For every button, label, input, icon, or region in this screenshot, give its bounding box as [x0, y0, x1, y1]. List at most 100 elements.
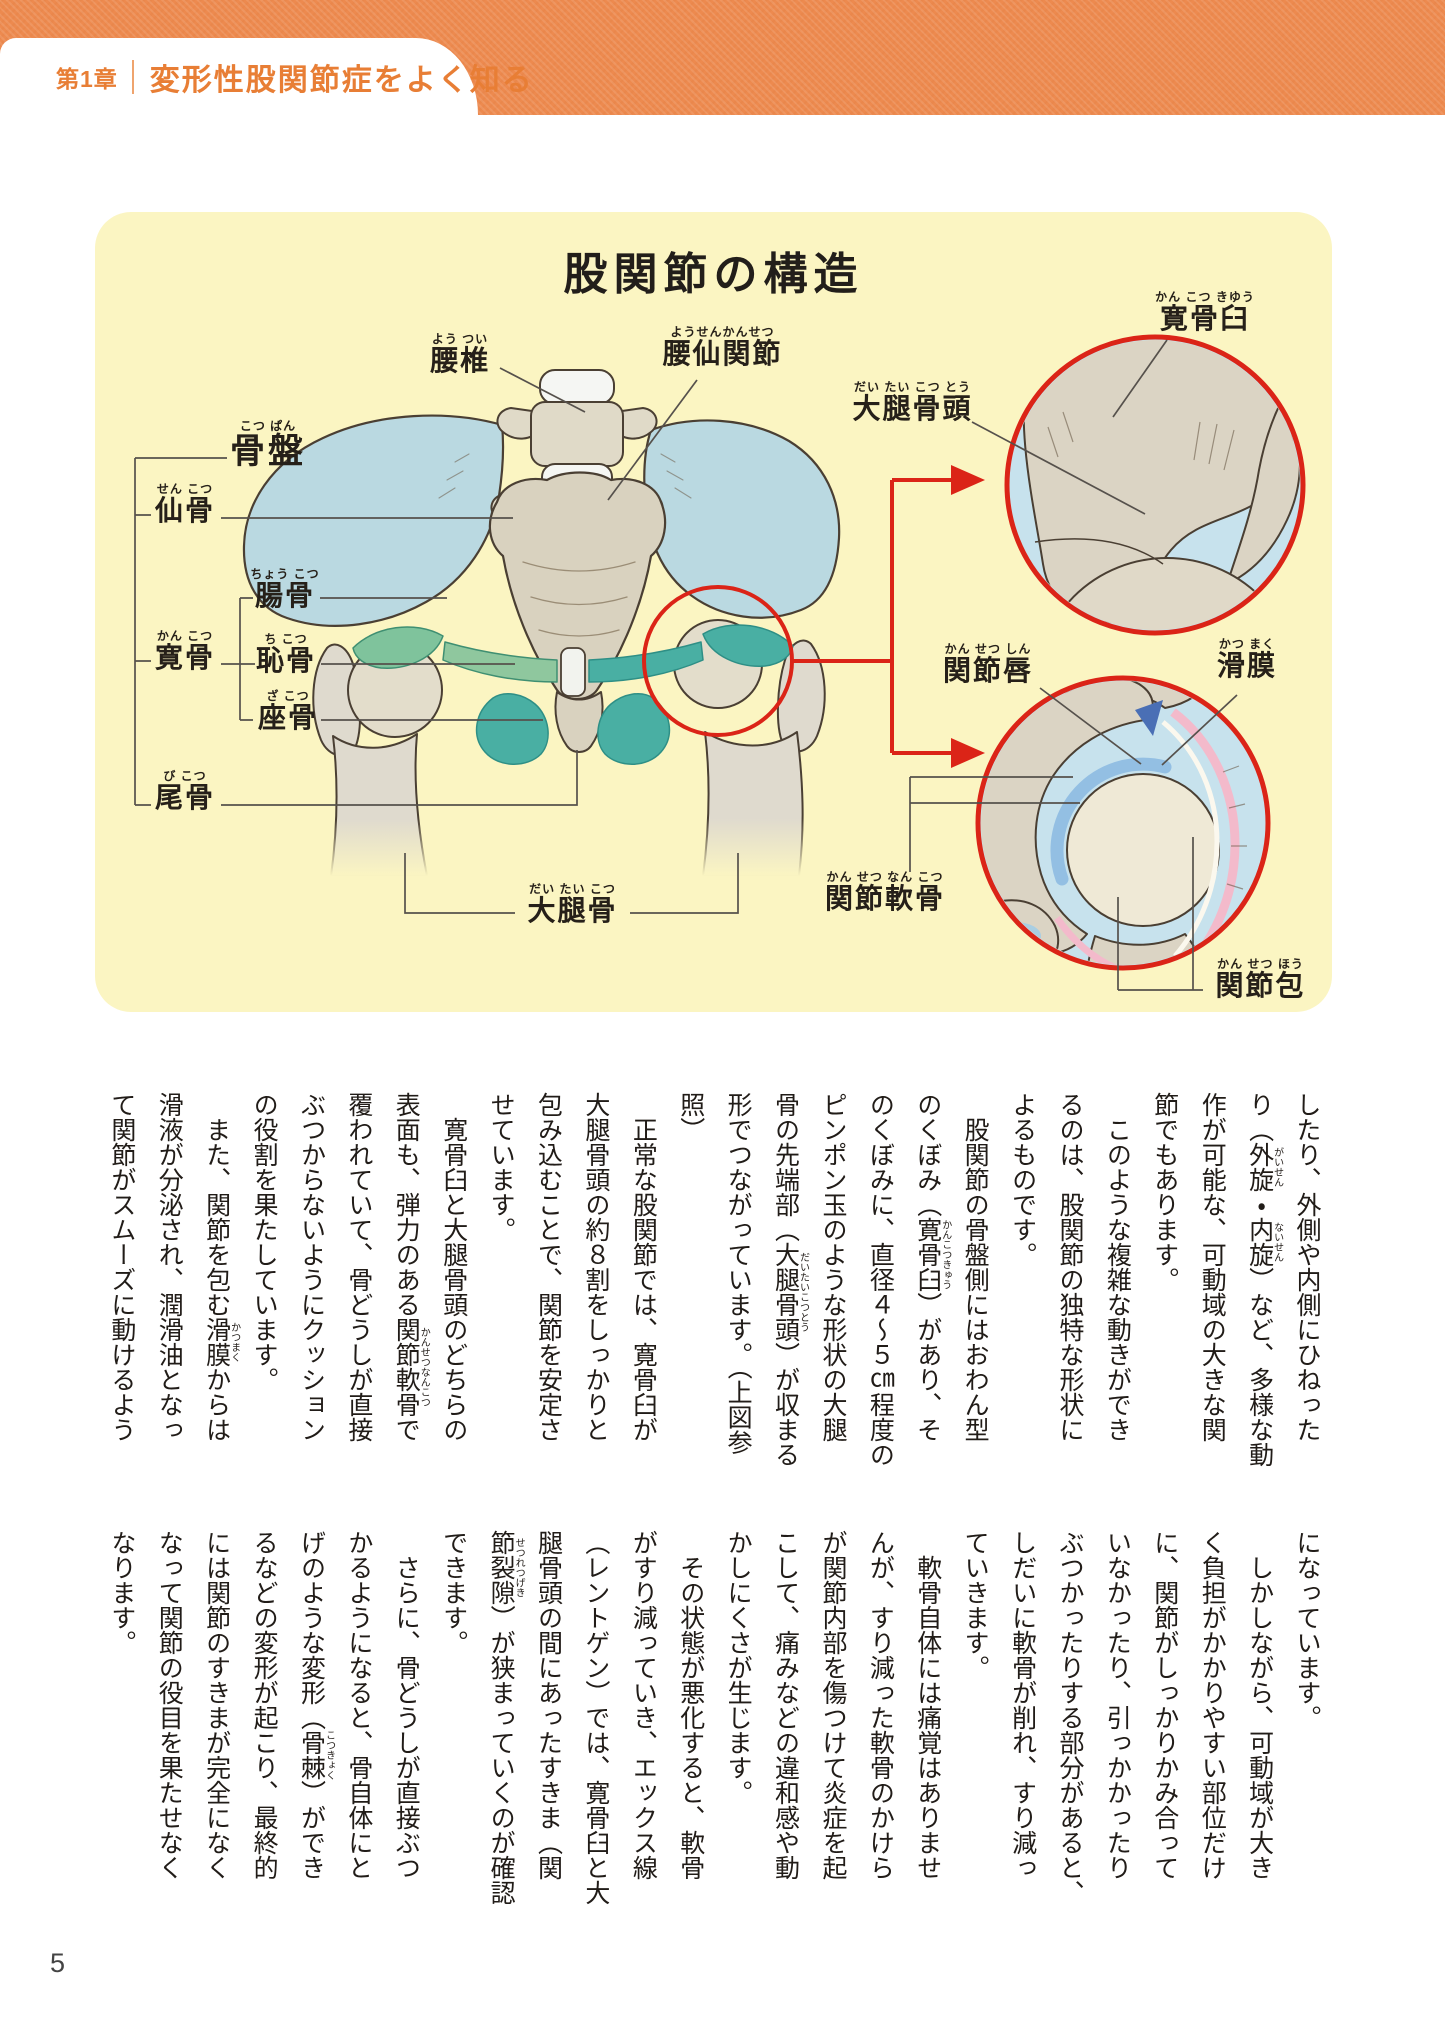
- text-column: なって関節の役目を果たせなく: [155, 1530, 183, 1880]
- label-articular-cartilage: かん せつ なん こつ 関節軟骨: [805, 870, 965, 914]
- furigana: かん せつ なん こつ: [826, 870, 944, 884]
- text-column: のくぼみ（寛骨臼かんこつきゅう）があり、そ: [913, 1092, 951, 1442]
- label-synovium: かつ まく 滑膜: [1207, 637, 1287, 681]
- text-column: 包み込むことで、関節を安定さ: [534, 1092, 562, 1442]
- text-column: て関節がスムーズに動けるよう: [107, 1092, 135, 1442]
- coccyx: [554, 691, 604, 753]
- label-term: 腸骨: [254, 580, 315, 611]
- furigana: かん せつ しん: [944, 642, 1032, 656]
- label-term: 寛骨: [154, 642, 215, 673]
- body-text-block-2: になっています。 しかしながら、可動域が大きく負担がかかりやすい部位だけに、関節…: [97, 1530, 1330, 1935]
- label-pubis: ち こつ 恥骨: [251, 632, 321, 676]
- text-column: げのような変形（骨棘こつきょく）ができ: [297, 1530, 335, 1880]
- furigana: よう つい: [431, 332, 489, 346]
- text-column: また、関節を包む滑膜かつまくからは: [202, 1092, 240, 1442]
- furigana: こつ ぱん: [239, 419, 297, 433]
- label-lumbosacral-joint: ようせんかんせつ 腰仙関節: [655, 325, 790, 369]
- text-column: には関節のすきまが完全になく: [202, 1530, 230, 1880]
- right-femur-shaft: [702, 731, 804, 877]
- label-term: 関節包: [1215, 970, 1306, 1001]
- text-column: 覆われていて、骨どうしが直接: [344, 1092, 372, 1442]
- label-ischium: ざ こつ 座骨: [253, 689, 323, 733]
- furigana: ちょう こつ: [250, 567, 320, 581]
- label-pelvis: こつ ぱん 骨盤: [223, 419, 313, 471]
- arrow-to-top-inset: [951, 465, 985, 495]
- text-column: 節裂隙せつれつげき）が狭まっていくのが確認: [487, 1530, 525, 1905]
- figure-box: 股関節の構造 よう つい 腰椎 ようせんかんせつ 腰仙関節 こつ ぱん 骨盤 せ…: [95, 212, 1332, 1012]
- text-column: 骨の先端部（大腿骨頭だいたいこつとう）が収まる: [771, 1092, 809, 1467]
- text-column: （レントゲン）では、寛骨臼と大: [581, 1530, 609, 1905]
- text-column: 形でつながっています。（上図参: [724, 1092, 752, 1455]
- furigana: かん せつ ほう: [1217, 957, 1304, 971]
- label-term: 滑膜: [1216, 650, 1277, 681]
- chapter-divider-line: [131, 59, 134, 94]
- text-column: いなかったり、引っかかったり: [1103, 1530, 1131, 1880]
- text-column: 腿骨頭の間にあったすきま（関: [534, 1530, 562, 1880]
- text-column: ていきます。: [961, 1530, 989, 1680]
- left-pubic-ramus: [442, 641, 558, 683]
- arrow-to-bottom-inset: [951, 738, 985, 768]
- label-lumbar-spine: よう つい 腰椎: [425, 332, 495, 376]
- text-column: になっています。: [1293, 1530, 1320, 1730]
- text-column: なります。: [107, 1530, 135, 1655]
- text-column: 節でもあります。: [1150, 1092, 1178, 1292]
- right-ischium: [597, 692, 671, 765]
- hip-joint-illustration: [134, 334, 1306, 991]
- label-term: 仙骨: [154, 495, 215, 526]
- right-acetabular-rim: [702, 624, 794, 667]
- text-column: かしにくさが生じます。: [724, 1530, 752, 1805]
- text-column: り（外旋がいせん・内旋ないせん）など、多様な動: [1245, 1092, 1283, 1467]
- text-column: が関節内部を傷つけて炎症を起: [818, 1530, 846, 1880]
- left-acetabular-rim: [352, 626, 444, 669]
- label-sacrum: せん こつ 仙骨: [150, 482, 220, 526]
- furigana: せん こつ: [156, 482, 214, 496]
- sacrum: [488, 471, 667, 701]
- text-column: その状態が悪化すると、軟骨: [676, 1530, 704, 1880]
- text-column: こして、痛みなどの違和感や動: [771, 1530, 799, 1880]
- furigana: び こつ: [163, 769, 207, 783]
- furigana: だい たい こつ: [529, 882, 616, 896]
- label-term: 骨盤: [229, 432, 306, 471]
- label-term: 恥骨: [255, 645, 316, 676]
- pelvis-illustration: [242, 369, 841, 877]
- furigana: かつ まく: [1218, 637, 1276, 651]
- text-column: るのは、股関節の独特な形状に: [1055, 1092, 1083, 1442]
- text-column: く負担がかかりやすい部位だけ: [1198, 1530, 1226, 1880]
- text-column: 股関節の骨盤側にはおわん型: [961, 1092, 989, 1442]
- label-femur: だい たい こつ 大腿骨: [515, 882, 630, 926]
- text-column: かるようになると、骨自体にと: [344, 1530, 372, 1880]
- text-column: 寛骨臼と大腿骨頭のどちらの: [439, 1092, 467, 1442]
- text-column: がすり減っていき、エックス線: [629, 1530, 657, 1880]
- furigana: だい たい こつ とう: [853, 380, 971, 394]
- label-joint-capsule: かん せつ ほう 関節包: [1203, 957, 1318, 1001]
- pubic-symphysis: [560, 647, 586, 697]
- page-number: 5: [50, 1948, 66, 1978]
- text-column: できます。: [439, 1530, 467, 1655]
- text-column: ピンポン玉のような形状の大腿: [818, 1092, 846, 1442]
- text-column: ぶつからないようにクッション: [297, 1092, 325, 1442]
- text-column: しかしながら、可動域が大き: [1245, 1530, 1273, 1880]
- text-column: 作が可能な、可動域の大きな関: [1198, 1092, 1226, 1442]
- text-column: 大腿骨頭の約８割をしっかりと: [581, 1092, 609, 1442]
- highlight-and-connector: [642, 465, 985, 768]
- label-coccyx: び こつ 尾骨: [150, 769, 220, 813]
- label-term: 尾骨: [154, 782, 215, 813]
- furigana: かん こつ きゆう: [1155, 290, 1255, 304]
- text-column: に、関節がしっかりかみ合って: [1150, 1530, 1178, 1880]
- text-column: んが、すり減った軟骨のかけら: [866, 1530, 894, 1880]
- label-femoral-head: だい たい こつ とう 大腿骨頭: [835, 380, 990, 424]
- text-column: 照）: [676, 1092, 704, 1142]
- label-term: 寛骨臼: [1159, 303, 1250, 334]
- text-column: さらに、骨どうしが直接ぶつ: [392, 1530, 420, 1880]
- text-column: 軟骨自体には痛覚はありませ: [913, 1530, 941, 1880]
- text-column: せています。: [487, 1092, 515, 1242]
- furigana: ち こつ: [264, 632, 308, 646]
- right-ilium: [643, 419, 841, 619]
- chapter-number: 第1章: [56, 65, 118, 92]
- femoral-head-section: [1066, 773, 1220, 927]
- figure-title: 股関節の構造: [563, 250, 864, 299]
- furigana: ようせんかんせつ: [670, 325, 775, 339]
- furigana: かん こつ: [156, 629, 214, 643]
- label-term: 大腿骨: [527, 895, 618, 926]
